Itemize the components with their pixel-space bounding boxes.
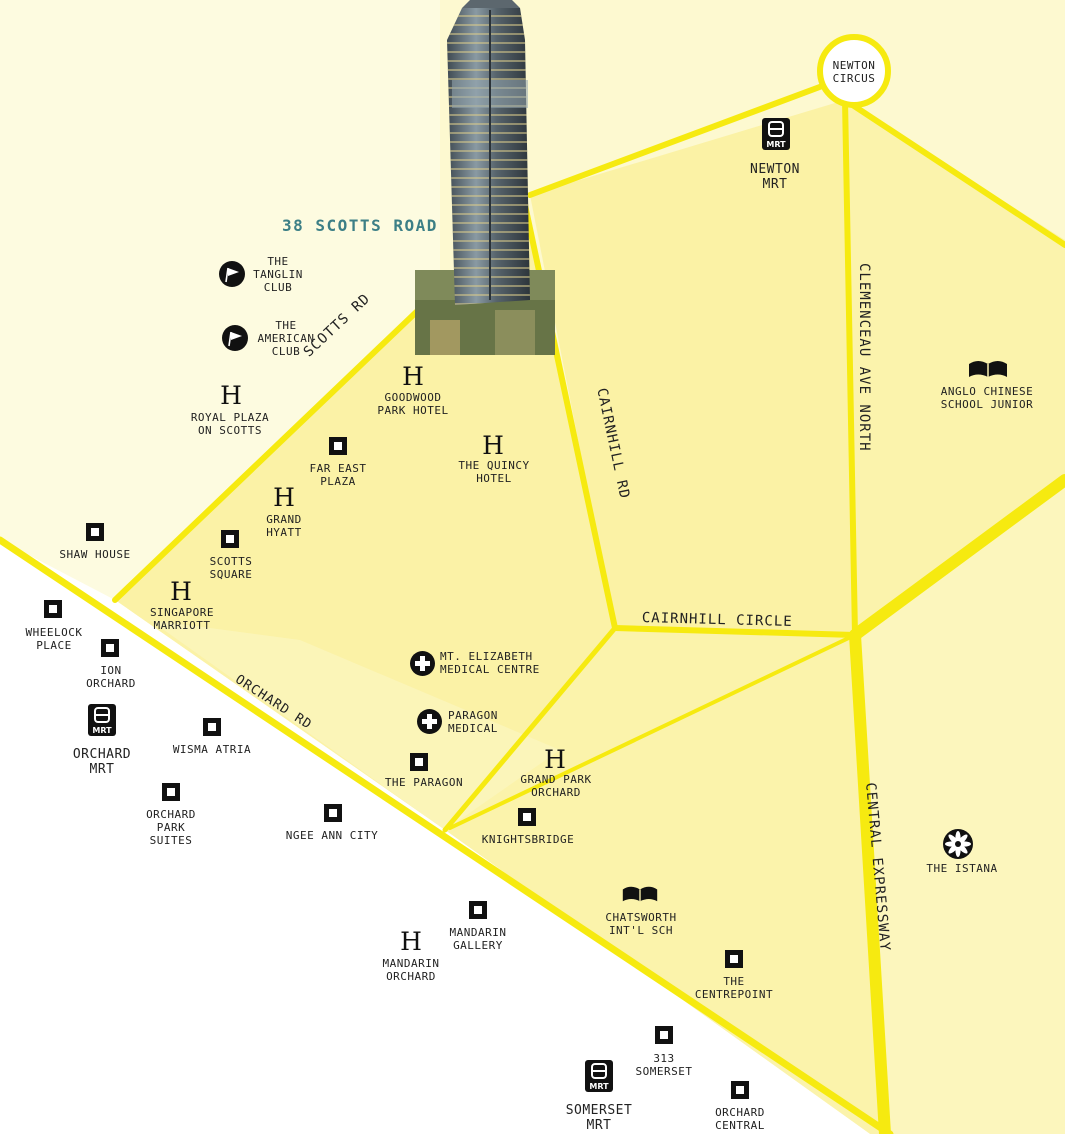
paragon-link-line bbox=[448, 633, 857, 830]
road-label-clemenceau: CLEMENCEAU AVE NORTH bbox=[856, 263, 872, 452]
newton-mrt-label: NEWTON MRT bbox=[750, 162, 800, 192]
newton-circus-circle bbox=[817, 34, 891, 108]
newton-east-line bbox=[842, 97, 1065, 248]
istana-flower-icon bbox=[943, 829, 973, 859]
american-club-label: THE AMERICAN CLUB bbox=[257, 319, 315, 358]
marriott-label: SINGAPORE MARRIOTT bbox=[149, 606, 215, 632]
road-label-cairnhill-circle: CAIRNHILL CIRCLE bbox=[641, 610, 793, 630]
somerset-mrt-label: SOMERSET MRT bbox=[565, 1103, 633, 1133]
tower-illustration bbox=[415, 0, 555, 355]
building-icon bbox=[324, 804, 342, 822]
building-icon bbox=[469, 901, 487, 919]
ngee-ann-label: NGEE ANN CITY bbox=[285, 829, 379, 842]
club-flag-icon bbox=[222, 325, 248, 351]
hotel-icon: H bbox=[402, 362, 424, 391]
chatsworth-label: CHATSWORTH INT'L SCH bbox=[605, 911, 677, 937]
the-paragon-label: THE PARAGON bbox=[384, 776, 464, 789]
quincy-label: THE QUINCY HOTEL bbox=[458, 459, 530, 485]
building-icon bbox=[162, 783, 180, 801]
orchard-park-suites-label: ORCHARD PARK SUITES bbox=[146, 808, 196, 847]
building-icon bbox=[329, 437, 347, 455]
building-icon bbox=[86, 523, 104, 541]
clemenceau-line bbox=[842, 97, 858, 638]
building-icon bbox=[725, 950, 743, 968]
building-icon bbox=[410, 753, 428, 771]
cairnhill-link-line bbox=[442, 625, 618, 833]
mrt-icon: MRT bbox=[762, 118, 790, 150]
acs-junior-label: ANGLO CHINESE SCHOOL JUNIOR bbox=[940, 385, 1034, 411]
orchard-central-label: ORCHARD CENTRAL bbox=[715, 1106, 765, 1132]
newton-circus-label: NEWTON CIRCUS bbox=[832, 59, 876, 85]
building-icon bbox=[101, 639, 119, 657]
mandarin-gallery-label: MANDARIN GALLERY bbox=[449, 926, 507, 952]
scotts-square-label: SCOTTS SQUARE bbox=[209, 555, 253, 581]
cte-line bbox=[849, 629, 891, 1134]
hotel-icon: H bbox=[273, 483, 295, 512]
cairnhill-circle-line bbox=[612, 625, 858, 638]
mrt-badge-text: MRT bbox=[766, 140, 786, 149]
school-book-icon bbox=[969, 361, 1007, 377]
orchard-mrt-label: ORCHARD MRT bbox=[72, 747, 132, 777]
grand-park-label: GRAND PARK ORCHARD bbox=[520, 773, 592, 799]
istana-label: THE ISTANA bbox=[926, 862, 998, 875]
royal-plaza-label: ROYAL PLAZA ON SCOTTS bbox=[190, 411, 270, 437]
mrt-badge-text: MRT bbox=[589, 1082, 609, 1091]
grand-hyatt-label: GRAND HYATT bbox=[266, 513, 302, 539]
goodwood-label: GOODWOOD PARK HOTEL bbox=[377, 391, 449, 417]
medical-cross-icon bbox=[417, 709, 442, 734]
hotel-icon: H bbox=[544, 745, 566, 774]
knightsbridge-label: KNIGHTSBRIDGE bbox=[481, 833, 575, 846]
somerset-313-label: 313 SOMERSET bbox=[635, 1052, 693, 1078]
tanglin-club-label: THE TANGLIN CLUB bbox=[253, 255, 303, 294]
project-title: 38 SCOTTS ROAD bbox=[282, 216, 438, 235]
far-east-plaza-label: FAR EAST PLAZA bbox=[309, 462, 367, 488]
building-icon bbox=[655, 1026, 673, 1044]
mrt-icon: MRT bbox=[88, 704, 116, 736]
centrepoint-label: THE CENTREPOINT bbox=[694, 975, 774, 1001]
mt-elizabeth-label: MT. ELIZABETH MEDICAL CENTRE bbox=[440, 650, 540, 676]
building-icon bbox=[221, 530, 239, 548]
newton-link-line bbox=[527, 82, 828, 198]
cte-north-line bbox=[849, 474, 1065, 641]
hotel-icon: H bbox=[482, 431, 504, 460]
building-icon bbox=[731, 1081, 749, 1099]
orchard-road-line bbox=[0, 536, 894, 1134]
building-icon bbox=[518, 808, 536, 826]
wisma-atria-label: WISMA ATRIA bbox=[172, 743, 252, 756]
mrt-icon: MRT bbox=[585, 1060, 613, 1092]
mrt-badge-text: MRT bbox=[92, 726, 112, 735]
building-icon bbox=[203, 718, 221, 736]
medical-cross-icon bbox=[410, 651, 435, 676]
shaw-house-label: SHAW HOUSE bbox=[59, 548, 131, 561]
school-book-icon bbox=[622, 886, 658, 902]
mandarin-orchard-label: MANDARIN ORCHARD bbox=[382, 957, 440, 983]
scotts-road-line bbox=[112, 272, 458, 603]
hotel-icon: H bbox=[220, 381, 242, 410]
building-icon bbox=[44, 600, 62, 618]
wheelock-label: WHEELOCK PLACE bbox=[25, 626, 83, 652]
hotel-icon: H bbox=[170, 577, 192, 606]
club-flag-icon bbox=[219, 261, 245, 287]
hotel-icon: H bbox=[400, 927, 422, 956]
paragon-medical-label: PARAGON MEDICAL bbox=[448, 709, 498, 735]
map-roads bbox=[0, 37, 1065, 1134]
ion-orchard-label: ION ORCHARD bbox=[86, 664, 136, 690]
